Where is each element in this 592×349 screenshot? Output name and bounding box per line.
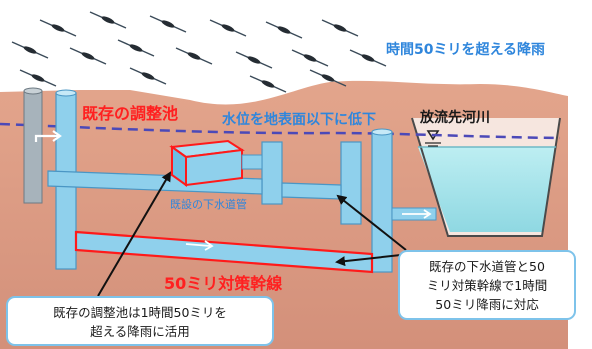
raindrops xyxy=(23,16,375,88)
sewer-pipe-right xyxy=(281,182,342,200)
callout-left-line-2: 超える降雨に活用 xyxy=(90,324,190,339)
river-water xyxy=(418,147,556,232)
water-level-label: 水位を地表面以下に低下 xyxy=(222,112,376,128)
river-shaft xyxy=(371,131,393,273)
trunk-line xyxy=(74,230,374,274)
callout-right-line-1: 既存の下水道管と50 xyxy=(429,259,545,274)
callout-left-line-1: 既存の調整池は1時間50ミリを xyxy=(53,305,227,320)
callout-right: 既存の下水道管と50 ミリ対策幹線で1時間 50ミリ降雨に対応 xyxy=(398,250,576,320)
water-level-line xyxy=(0,122,561,140)
trunk-line-label: 50ミリ対策幹線 xyxy=(164,274,283,293)
detention-pond xyxy=(169,139,263,187)
existing-pond-label: 既存の調整池 xyxy=(82,104,179,123)
callout-arrows xyxy=(97,171,411,297)
existing-sewer-label: 既設の下水道管 xyxy=(170,198,247,211)
inflow-arrow xyxy=(34,134,58,142)
mid-shaft xyxy=(261,141,283,205)
river-label: 放流先河川 xyxy=(420,110,490,126)
callout-right-line-3: 50ミリ降雨に対応 xyxy=(435,297,539,312)
rain-label: 時間50ミリを超える降雨 xyxy=(386,42,546,58)
grey-shaft xyxy=(23,90,43,204)
river-wall xyxy=(411,117,561,237)
callout-left: 既存の調整池は1時間50ミリを 超える降雨に活用 xyxy=(6,296,274,346)
callout-right-line-2: ミリ対策幹線で1時間 xyxy=(426,278,548,293)
